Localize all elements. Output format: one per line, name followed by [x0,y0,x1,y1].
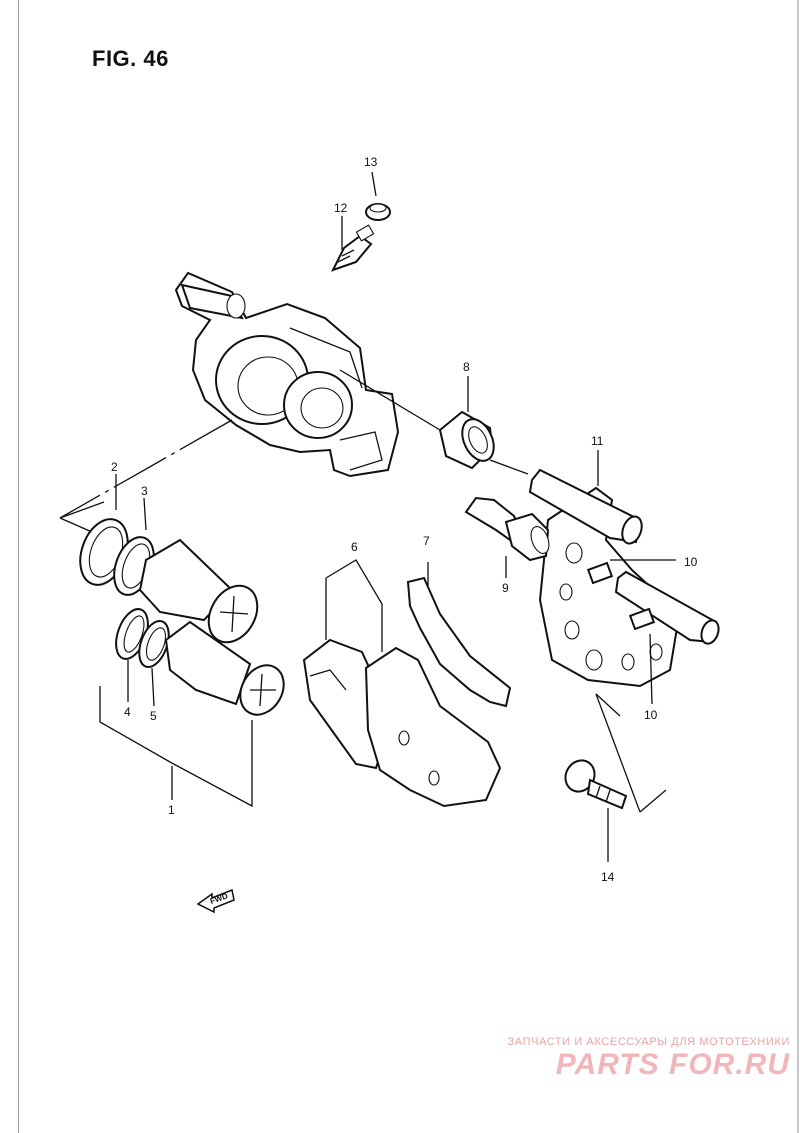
callout-13: 13 [364,155,378,169]
callout-5: 5 [150,709,157,723]
callout-10-lower: 10 [644,708,658,722]
sleeve-boot [464,496,550,562]
scan-edge-left [18,0,19,1133]
piston-large [138,538,259,644]
piston-small [164,620,285,716]
pad-bracket-lines [325,559,383,652]
callout-1: 1 [168,803,175,817]
pin-boot-lower [628,607,656,631]
fwd-arrow-icon: FWD [196,888,235,914]
watermark: ЗАПЧАСТИ И АКСЕССУАРЫ ДЛЯ МОТОТЕХНИКИ PA… [480,1036,790,1082]
pad-spring [406,562,512,708]
callout-9: 9 [502,581,509,595]
leader-lines-caliper [59,369,529,533]
watermark-logo: PARTS FOR.RU [555,1048,790,1081]
callout-8: 8 [463,360,470,374]
bolt-leader [595,693,667,813]
bleeder-valve [331,224,375,272]
figure-title: FIG. 46 [92,46,169,71]
caliper-bracket [538,486,682,688]
caliper-pin-lower [614,570,720,645]
callout-7: 7 [423,534,430,548]
caliper-pin-upper [528,468,643,545]
boot [438,410,495,470]
callout-leaders [115,171,676,862]
bleeder-cap [365,203,391,221]
mounting-bolt [564,759,628,810]
watermark-tagline: ЗАПЧАСТИ И АКСЕССУАРЫ ДЛЯ МОТОТЕХНИКИ [507,1036,790,1048]
callout-14: 14 [601,870,615,884]
dust-seal-small [138,620,170,668]
callout-3: 3 [141,484,148,498]
callout-10-upper: 10 [684,555,698,569]
callout-6: 6 [351,540,358,554]
callout-4: 4 [124,705,131,719]
callout-12: 12 [334,201,348,215]
piston-set-bracket [99,686,253,808]
pin-boot-upper [586,561,614,585]
caliper-body [174,271,400,478]
callout-2: 2 [111,460,118,474]
scan-edge-right [797,0,799,1133]
callout-11: 11 [591,434,604,448]
brake-pad-outer [364,646,502,808]
